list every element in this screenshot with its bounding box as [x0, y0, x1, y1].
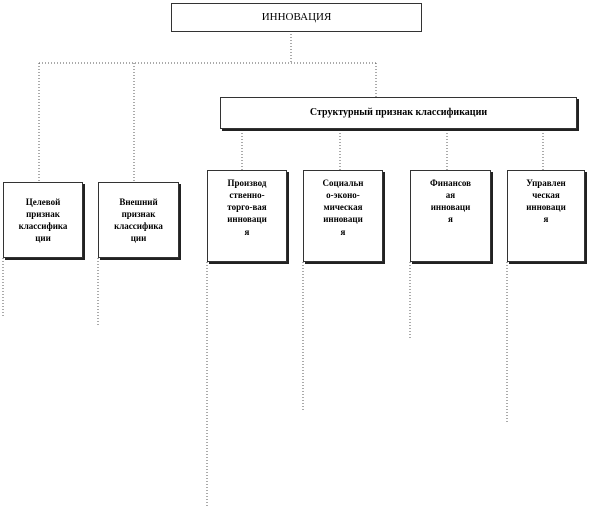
management-innovation-label: Управлен ческая инноваци я: [526, 178, 566, 225]
target-criterion-label: Целевой признак классифика ции: [18, 196, 68, 244]
production-trade-innovation-box: Производ ственно- торго-вая инноваци я: [207, 170, 287, 262]
structural-criterion-box: Структурный признак классификации: [220, 97, 577, 129]
production-trade-innovation-label: Производ ственно- торго-вая инноваци я: [227, 178, 267, 237]
structural-label: Структурный признак классификации: [309, 107, 488, 119]
external-criterion-box: Внешний признак классифика ции: [98, 182, 179, 258]
financial-innovation-box: Финансов ая инноваци я: [410, 170, 491, 262]
financial-innovation-label: Финансов ая инноваци я: [430, 178, 471, 225]
socio-economic-innovation-box: Социальн о-эконо- мическая инноваци я: [303, 170, 383, 262]
target-criterion-box: Целевой признак классифика ции: [3, 182, 83, 258]
root-box-innovation: ИННОВАЦИЯ: [171, 3, 422, 32]
external-criterion-label: Внешний признак классифика ции: [114, 196, 163, 244]
management-innovation-box: Управлен ческая инноваци я: [507, 170, 585, 262]
socio-economic-innovation-label: Социальн о-эконо- мическая инноваци я: [322, 178, 364, 237]
root-label: ИННОВАЦИЯ: [261, 11, 332, 24]
